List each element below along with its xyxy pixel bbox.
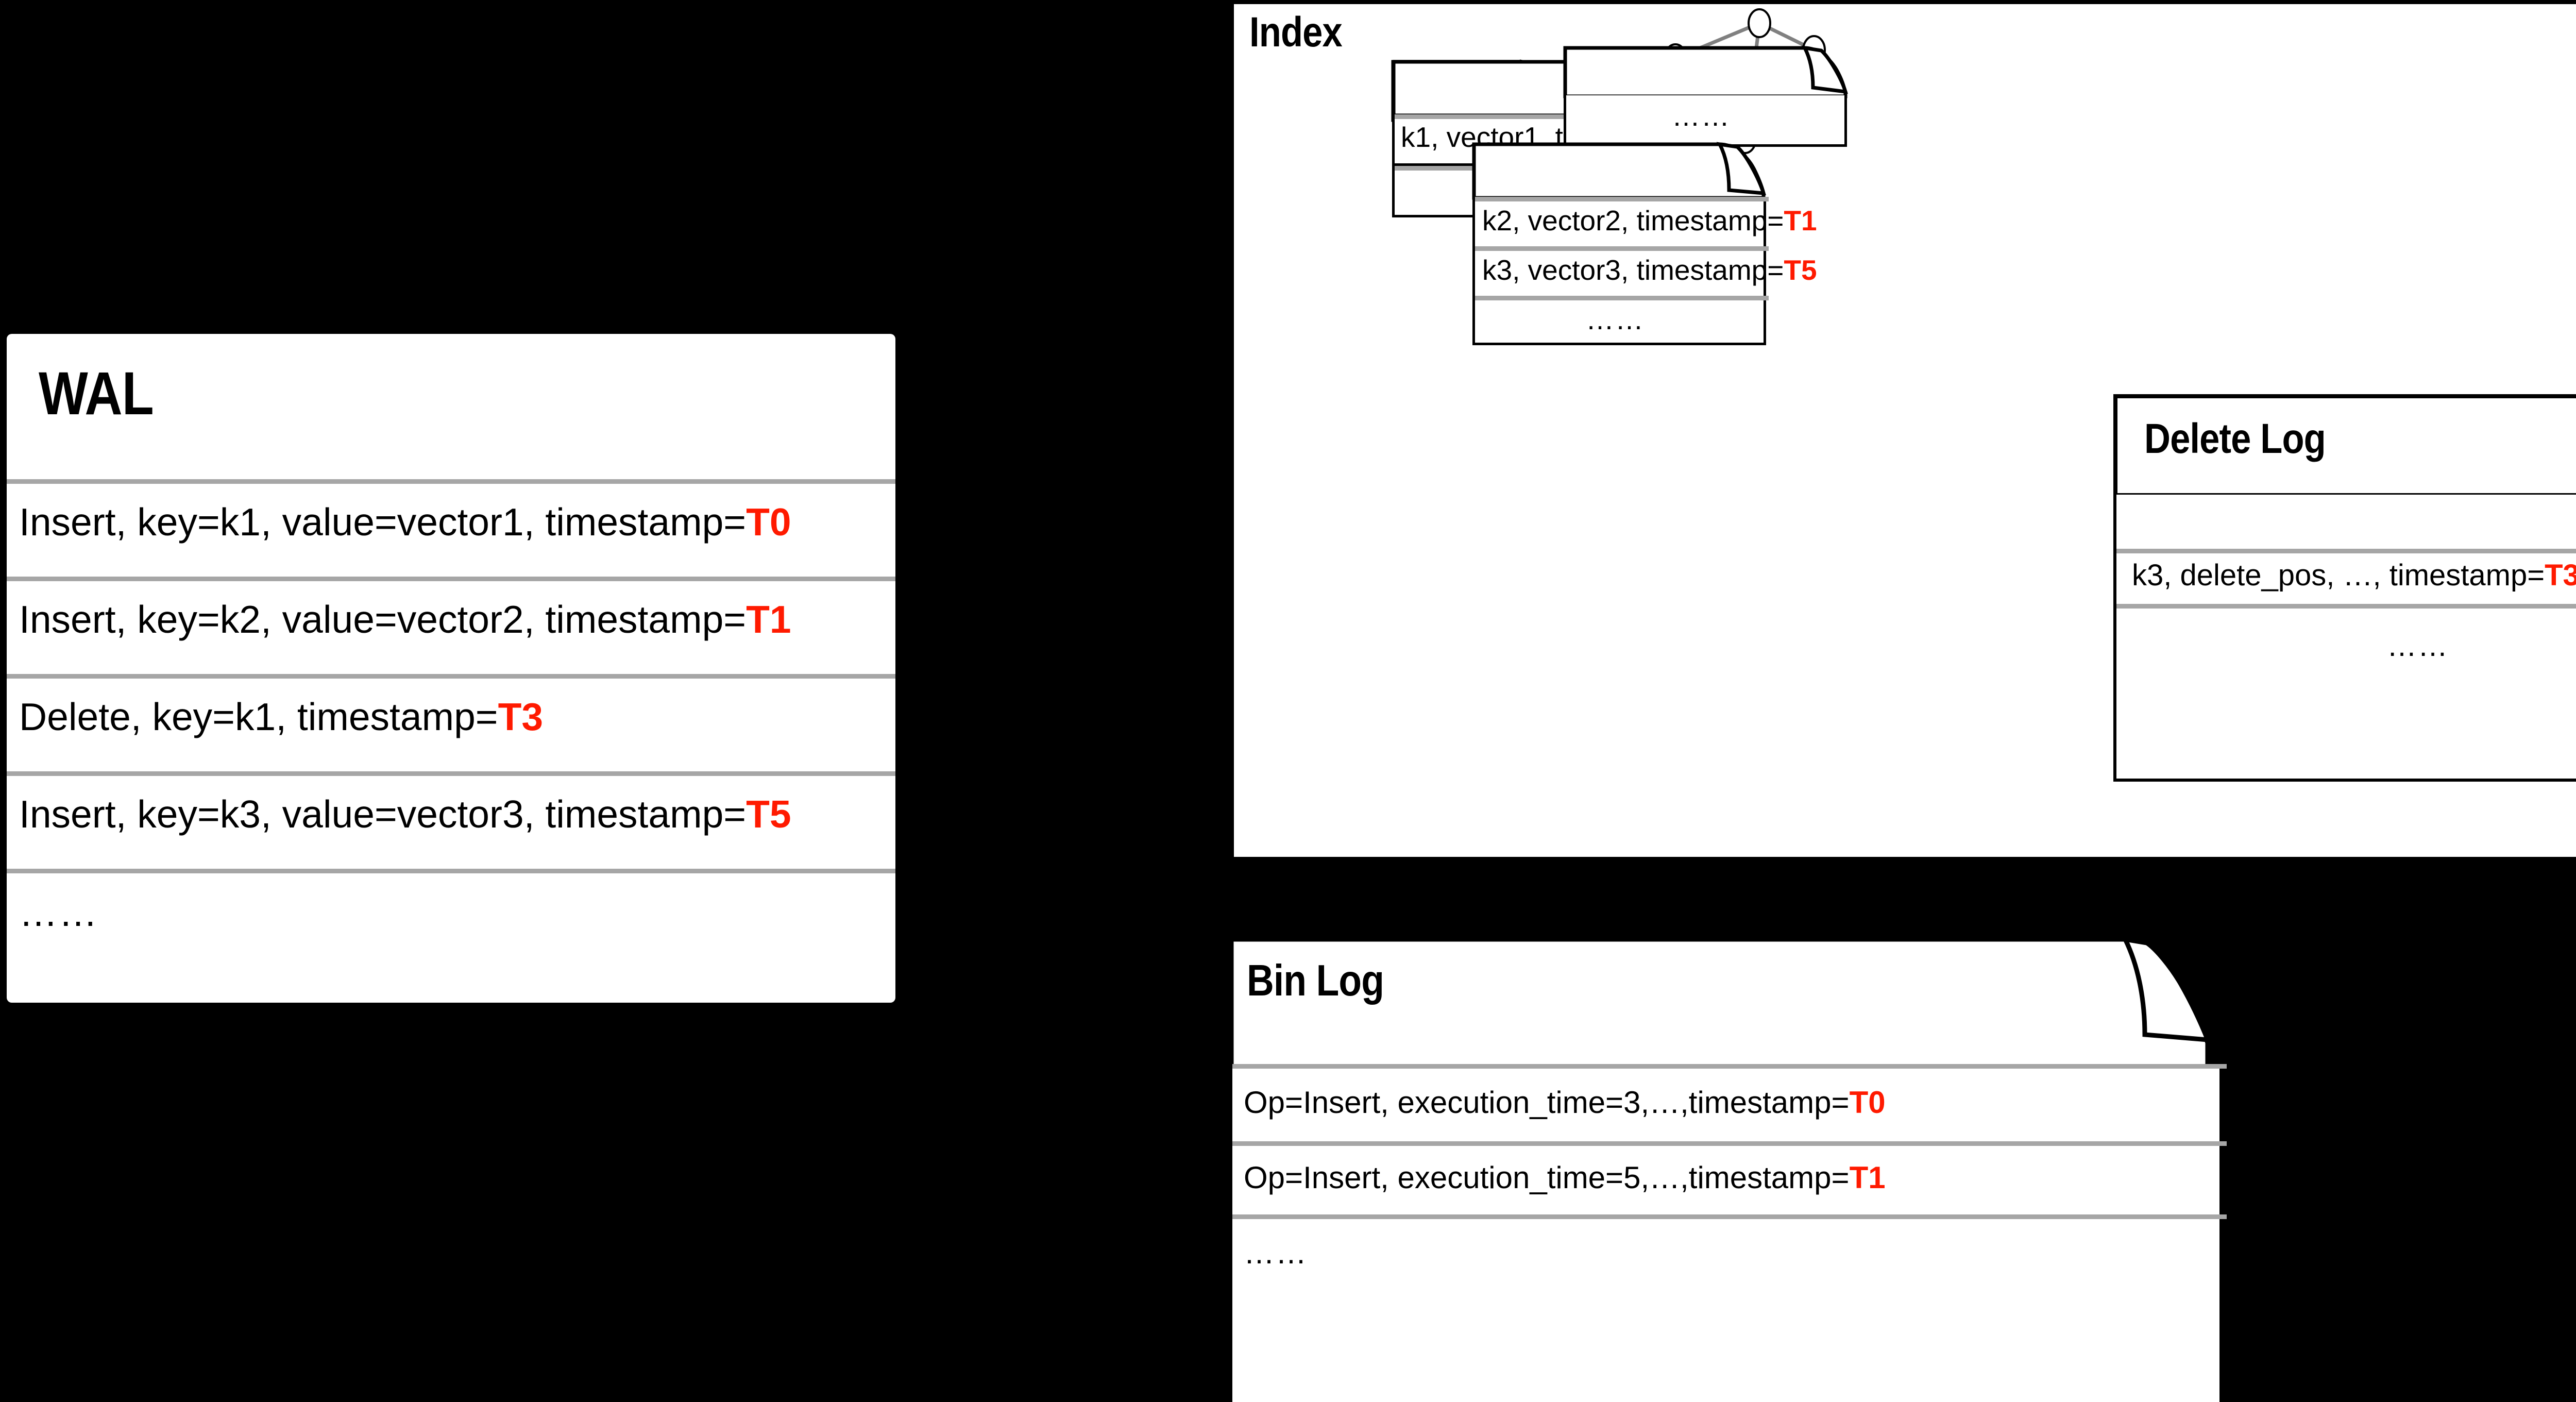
bin-log-row: Op=Insert, execution_time=5,…,timestamp=… (1244, 1160, 1886, 1195)
leaf-k2k3-divider-3 (1475, 296, 1769, 300)
wal-title: WAL (39, 360, 154, 428)
wal-divider-3 (7, 674, 895, 679)
bin-log-ellipsis-row: …… (1229, 1214, 2227, 1402)
index-leaf-k2k3-row: k3, vector3, timestamp=T5 (1482, 254, 1817, 286)
index-leaf-k2k3-document (1472, 142, 1766, 200)
wal-row: Delete, key=k1, timestamp=T3 (19, 695, 543, 739)
index-leaf-right-document (1563, 45, 1848, 98)
wal-row-timestamp: T0 (746, 500, 791, 544)
index-leaf-k2k3-row1: k2, vector2, timestamp=T1 (1472, 197, 1817, 246)
wal-row-timestamp: T1 (746, 598, 791, 641)
bin-log-document (1229, 936, 2223, 1071)
bin-log-row-2: Op=Insert, execution_time=5,…,timestamp=… (1229, 1141, 2227, 1214)
index-leaf-right-ellipsis: …… (1672, 100, 1731, 132)
bin-log-row-timestamp: T0 (1849, 1085, 1886, 1120)
index-leaf-k2k3-row2: k3, vector3, timestamp=T5 (1472, 246, 1817, 296)
bin-log-row-1: Op=Insert, execution_time=3,…,timestamp=… (1229, 1064, 2227, 1141)
leaf-k2k3-divider-2 (1475, 246, 1769, 251)
wal-row: Insert, key=k3, value=vector3, timestamp… (19, 792, 791, 836)
wal-divider-4 (7, 771, 895, 776)
bin-log-row-text: Op=Insert, execution_time=3,…,timestamp= (1244, 1085, 1850, 1120)
delete-log-title: Delete Log (2144, 415, 2326, 462)
leaf-k3-row-text: k3, vector3, timestamp= (1482, 254, 1784, 286)
index-leaf-k2k3-ellipsis: …… (1586, 303, 1645, 335)
wal-row-timestamp: T5 (746, 792, 791, 836)
wal-row-text: Delete, key=k1, timestamp= (19, 695, 498, 738)
index-title: Index (1249, 9, 1343, 56)
delete-log-row: k3, delete_pos, …, timestamp=T3 (2132, 558, 2576, 593)
leaf-k3-row-timestamp: T5 (1784, 254, 1817, 286)
bin-log-row: Op=Insert, execution_time=3,…,timestamp=… (1244, 1085, 1886, 1120)
delete-log-divider-2 (2116, 604, 2576, 609)
wal-ellipsis: …… (19, 891, 98, 934)
wal-row: Insert, key=k2, value=vector2, timestamp… (19, 597, 791, 641)
leaf-k2-row-timestamp: T1 (1784, 205, 1817, 237)
delete-log-ellipsis: …… (2387, 629, 2449, 663)
delete-log-row-1: k3, delete_pos, …, timestamp=T3 (2113, 549, 2576, 604)
leaf-k2k3-divider-1 (1475, 197, 1769, 201)
delete-log-document (2113, 394, 2576, 497)
bin-log-title: Bin Log (1247, 956, 1384, 1005)
wal-row-timestamp: T3 (498, 695, 544, 738)
bin-log-divider-3 (1232, 1214, 2227, 1219)
bin-log-divider-1 (1232, 1064, 2227, 1069)
bin-log-row-timestamp: T1 (1849, 1160, 1886, 1195)
bin-log-row-text: Op=Insert, execution_time=5,…,timestamp= (1244, 1160, 1850, 1195)
index-leaf-k2k3-row: k2, vector2, timestamp=T1 (1482, 204, 1817, 237)
leaf-k2-row-text: k2, vector2, timestamp= (1482, 205, 1784, 237)
wal-row-text: Insert, key=k1, value=vector1, timestamp… (19, 500, 747, 544)
leaf-k1-divider-top (1395, 114, 1696, 119)
wal-panel: WAL Insert, key=k1, value=vector1, times… (7, 334, 895, 1003)
delete-log-divider-1 (2116, 549, 2576, 553)
wal-row-text: Insert, key=k2, value=vector2, timestamp… (19, 598, 747, 641)
index-leaf-right-body: …… (1564, 95, 1847, 147)
wal-row-text: Insert, key=k3, value=vector3, timestamp… (19, 792, 747, 836)
delete-log-title-body (2113, 495, 2576, 549)
bin-log-ellipsis: …… (1244, 1236, 1308, 1270)
delete-log-row-text: k3, delete_pos, …, timestamp= (2132, 559, 2545, 592)
delete-log-row-timestamp: T3 (2545, 559, 2576, 592)
wal-divider-5 (7, 869, 895, 873)
index-leaf-k2k3-ellipsis-row: …… (1472, 296, 1769, 345)
bin-log-divider-2 (1232, 1141, 2227, 1146)
wal-divider-2 (7, 577, 895, 581)
wal-row: Insert, key=k1, value=vector1, timestamp… (19, 500, 791, 544)
wal-divider-1 (7, 479, 895, 484)
delete-log-ellipsis-row: …… (2113, 604, 2576, 782)
